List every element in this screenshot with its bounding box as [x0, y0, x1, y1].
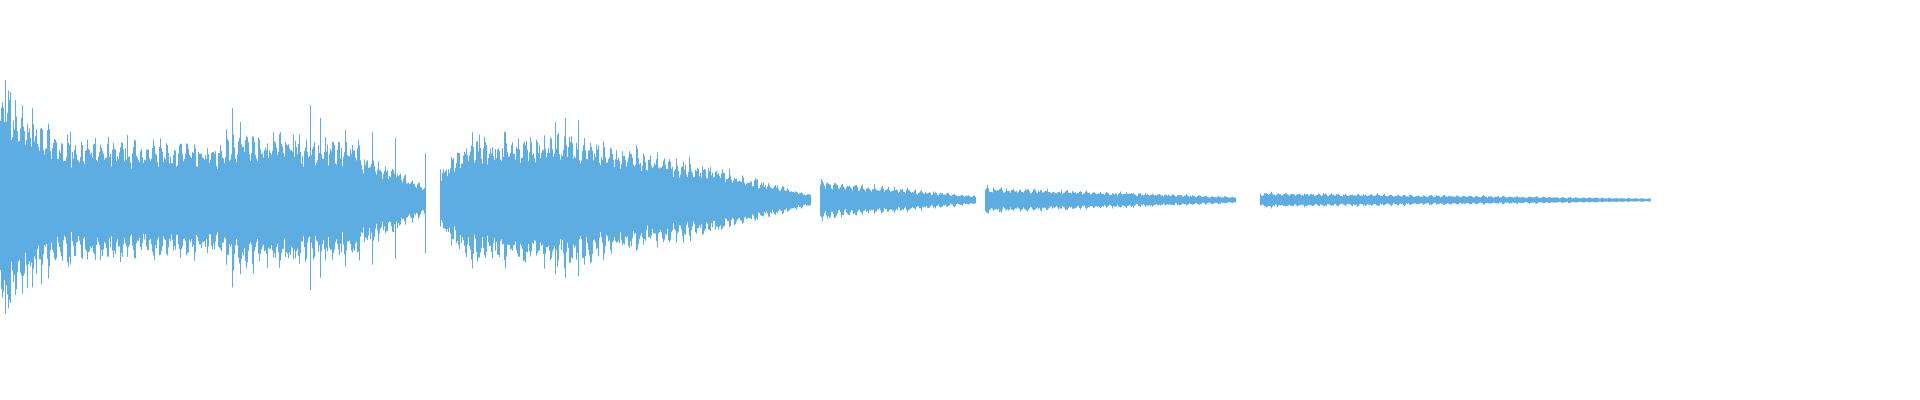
waveform-core-path: [985, 193, 1236, 207]
segment-4: [985, 185, 1236, 214]
segment-2: [440, 118, 811, 278]
waveform-core-path: [440, 168, 811, 232]
segment-1: [0, 80, 426, 314]
segment-3: [820, 179, 976, 222]
waveform-bars: [0, 80, 1651, 314]
waveform-core-path: [1260, 196, 1651, 204]
waveform-core-path: [820, 190, 976, 210]
waveform-core-path: [0, 145, 426, 255]
segment-5: [1260, 191, 1651, 209]
